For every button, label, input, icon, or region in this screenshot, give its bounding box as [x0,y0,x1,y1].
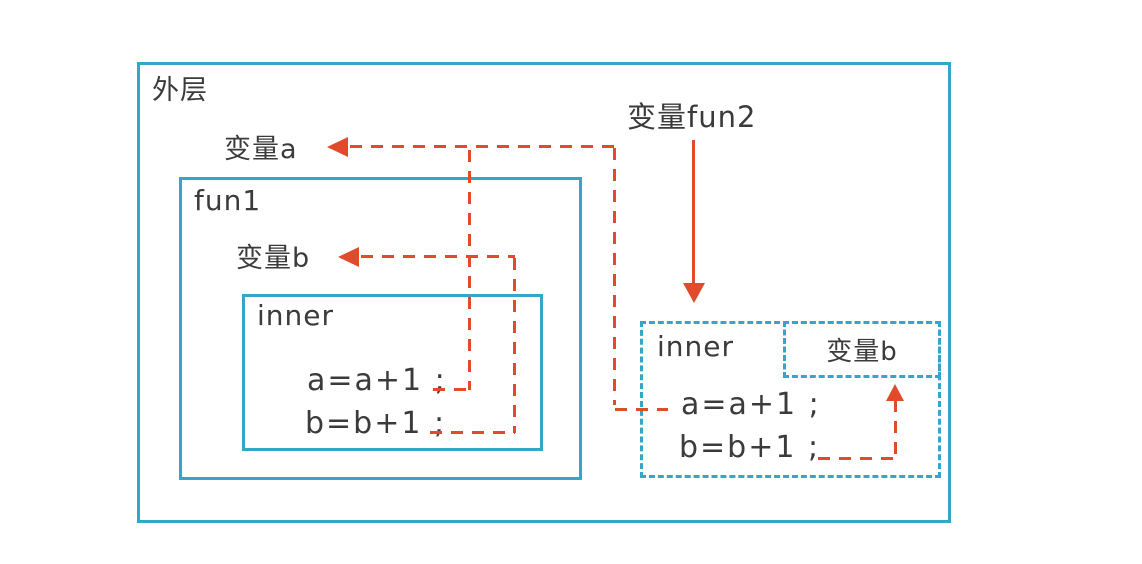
fun1-scope-label: fun1 [194,184,262,217]
dashed-stub-left-a [433,388,470,391]
arrowhead-to-var-b-icon [338,247,359,267]
captured-var-b-box: 变量b [783,321,941,378]
var-a-label: 变量a [224,134,298,165]
inner-right-code-line-b: b=b+1 ; [679,430,821,465]
inner-left-label: inner [257,299,335,332]
outer-scope-box [137,62,951,523]
dashed-stub-right-a [615,408,668,411]
dashed-line-to-var-b [361,255,515,258]
inner-function-box-left [242,294,543,451]
fun1-scope-box [179,177,582,480]
outer-scope-label: 外层 [152,75,208,106]
dashed-stub-right-b [818,457,897,460]
var-b-label: 变量b [236,243,311,274]
inner-left-code-line-a: a=a+1 ; [307,363,447,398]
dashed-line-left-b-vertical [513,258,516,433]
fun2-arrow-line [692,140,695,285]
dashed-stub-left-b [430,431,515,434]
arrowhead-to-var-a-icon [327,137,348,157]
dashed-line-to-var-a [350,145,616,148]
arrowhead-to-captured-var-b-icon [886,384,904,401]
var-fun2-label: 变量fun2 [627,100,757,134]
fun2-arrowhead-icon [683,283,705,303]
dashed-line-right-b-vertical [894,400,897,457]
inner-left-code-line-b: b=b+1 ; [305,406,447,441]
dashed-line-right-a-vertical [613,148,616,405]
captured-var-b-label: 变量b [826,337,898,367]
dashed-line-left-a-vertical [468,150,471,390]
inner-right-label: inner [657,330,735,363]
inner-right-code-line-a: a=a+1 ; [681,387,821,422]
